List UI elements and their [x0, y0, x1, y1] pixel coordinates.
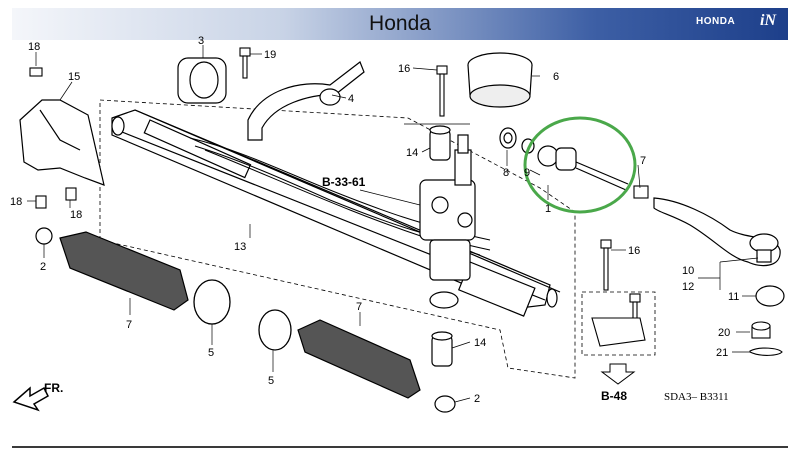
- honda-brand-text: HONDA: [696, 16, 736, 27]
- page-title: Honda: [369, 12, 431, 35]
- callout-11: 11: [728, 291, 739, 303]
- brand-logo-icon: iN: [760, 12, 776, 29]
- callout-7-left: 7: [126, 319, 132, 331]
- callout-8: 8: [503, 167, 509, 179]
- callout-21: 21: [716, 347, 728, 359]
- callout-2-left: 2: [40, 261, 46, 273]
- outer-tie-rod-end: [653, 197, 781, 267]
- callout-3: 3: [198, 35, 204, 47]
- mounting-bracket: [247, 61, 365, 141]
- callout-2-bottom: 2: [474, 393, 480, 405]
- bushings: [429, 125, 453, 367]
- bottom-divider: [12, 446, 788, 448]
- callout-13: 13: [234, 241, 246, 253]
- callout-5-right: 5: [268, 375, 274, 387]
- lower-bracket-dashed-box: [581, 291, 656, 356]
- header-banner: Honda HONDA iN: [12, 8, 788, 40]
- callout-1: 1: [545, 203, 551, 215]
- reference-b-33-61: B-33-61: [322, 175, 366, 189]
- reference-arrow-b-33-61: [359, 189, 421, 206]
- boot-clamps: [193, 279, 292, 351]
- jam-nut: [633, 185, 649, 199]
- leader-lines: [27, 45, 759, 403]
- callout-18-left: 18: [10, 196, 22, 208]
- front-direction-arrow-icon: [12, 386, 49, 412]
- bolts: [29, 47, 641, 321]
- callout-6: 6: [553, 71, 559, 83]
- callout-20: 20: [718, 327, 730, 339]
- tie-rod-highlight-circle: [523, 116, 637, 214]
- cotter-pin: [749, 347, 783, 356]
- bellows-boot-left: [59, 231, 189, 311]
- callout-14-bottom: 14: [474, 337, 486, 349]
- callout-10: 10: [682, 265, 694, 277]
- heat-shield: [19, 99, 105, 186]
- castle-nut: [751, 321, 771, 339]
- callout-16-bottom: 16: [628, 245, 640, 257]
- callout-16-top: 16: [398, 63, 410, 75]
- valve-body: [419, 134, 476, 309]
- front-marker-label: FR.: [44, 381, 63, 395]
- down-arrow-icon: [600, 363, 636, 385]
- lower-clamp-bracket: [591, 317, 646, 347]
- grommet-part: [177, 57, 227, 104]
- callout-7-right: 7: [640, 155, 646, 167]
- callout-9: 9: [524, 167, 530, 179]
- callout-15: 15: [68, 71, 80, 83]
- tie-clips: [35, 227, 456, 413]
- callout-4: 4: [348, 93, 354, 105]
- callout-18-lower: 18: [70, 209, 82, 221]
- callout-7-middle: 7: [356, 301, 362, 313]
- bellows-boot-right: [297, 319, 421, 399]
- diagram-code: SDA3– B3311: [664, 391, 729, 403]
- inner-tie-rod: [537, 145, 629, 191]
- reference-b-48: B-48: [601, 389, 627, 403]
- callout-19: 19: [264, 49, 276, 61]
- rack-mount: [467, 52, 533, 108]
- callout-18-top: 18: [28, 41, 40, 53]
- dust-boot: [755, 285, 785, 307]
- callout-12: 12: [682, 281, 694, 293]
- callout-14-top: 14: [406, 147, 418, 159]
- subassembly-outline: [99, 99, 576, 379]
- callout-5-left: 5: [208, 347, 214, 359]
